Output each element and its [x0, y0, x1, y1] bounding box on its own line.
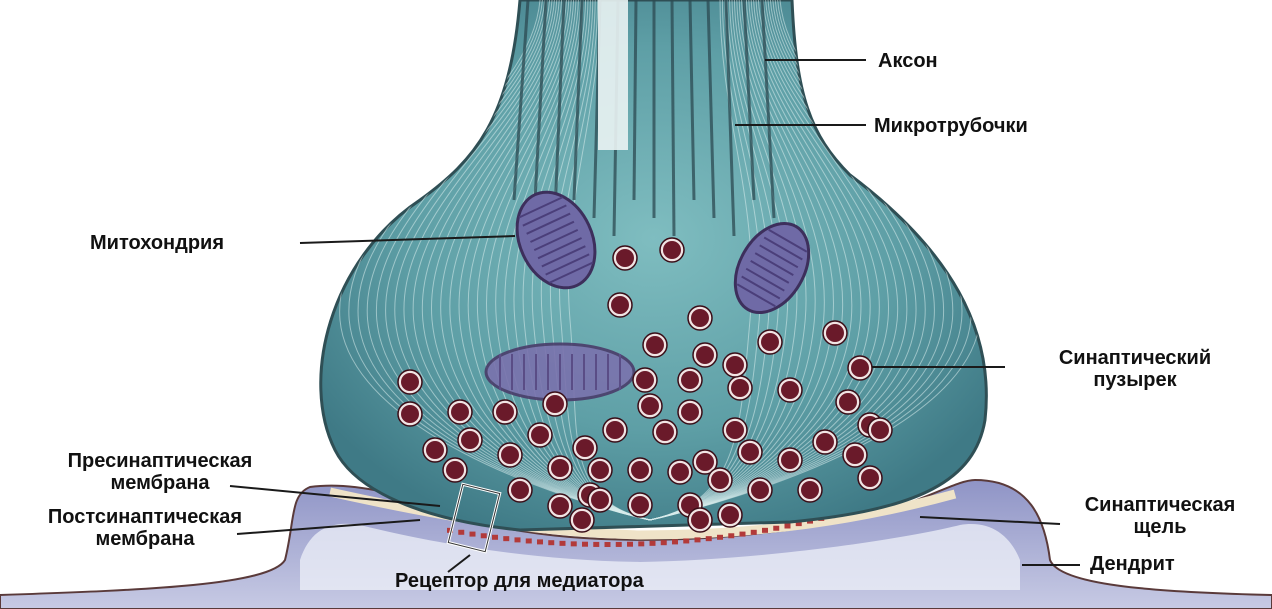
label-presynaptic-membrane-line1: Пресинаптическая	[20, 450, 300, 472]
label-synaptic-cleft: Синаптическая щель	[1050, 494, 1270, 538]
label-synaptic-cleft-line1: Синаптическая	[1050, 494, 1270, 516]
label-synaptic-cleft-line2: щель	[1050, 516, 1270, 538]
label-receptor: Рецептор для медиатора	[395, 570, 644, 592]
label-mitochondrion: Митохондрия	[90, 232, 224, 254]
label-microtubules: Микротрубочки	[874, 115, 1028, 137]
label-postsynaptic-membrane-line1: Постсинаптическая	[5, 506, 285, 528]
label-synaptic-vesicle-line1: Синаптический	[1010, 347, 1260, 369]
label-postsynaptic-membrane-line2: мембрана	[5, 528, 285, 550]
label-presynaptic-membrane: Пресинаптическая мембрана	[20, 450, 300, 494]
label-synaptic-vesicle: Синаптический пузырек	[1010, 347, 1260, 391]
label-postsynaptic-membrane: Постсинаптическая мембрана	[5, 506, 285, 550]
label-synaptic-vesicle-line2: пузырек	[1010, 369, 1260, 391]
mitochondrion-bottom	[486, 344, 634, 400]
label-presynaptic-membrane-line2: мембрана	[20, 472, 300, 494]
label-axon: Аксон	[878, 50, 938, 72]
label-dendrite: Дендрит	[1090, 553, 1175, 575]
